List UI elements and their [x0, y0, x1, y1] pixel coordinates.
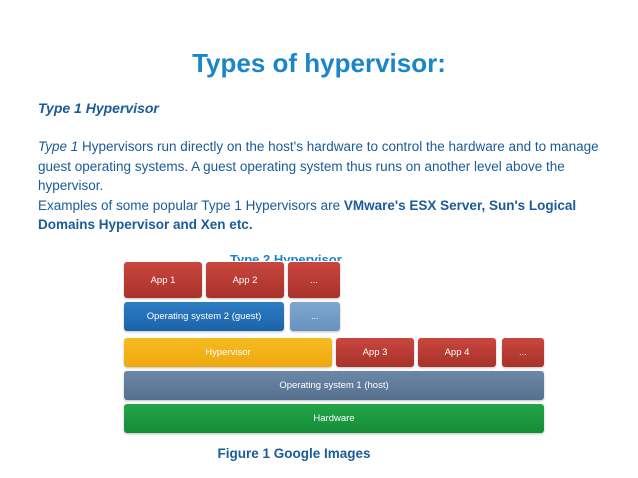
description-paragraph: Type 1 Hypervisors run directly on the h… — [38, 137, 608, 235]
hypervisor-diagram: App 1 App 2 ... Operating system 2 (gues… — [118, 252, 550, 440]
app3-block: App 3 — [336, 338, 414, 367]
app1-block: App 1 — [124, 262, 202, 298]
hypervisor-block: Hypervisor — [124, 338, 332, 367]
figure-caption: Figure 1 Google Images — [0, 446, 638, 461]
type2-caption-clipped: Type 2 Hypervisor — [230, 253, 342, 261]
app4-block: App 4 — [418, 338, 496, 367]
hardware-block: Hardware — [124, 404, 544, 433]
guest-os-more-block: ... — [290, 302, 340, 331]
type1-lead: Type 1 — [38, 139, 79, 154]
app-right-more-block: ... — [502, 338, 544, 367]
examples-prefix: Examples of some popular Type 1 Hypervis… — [38, 197, 344, 213]
examples-list: VMware's ESX Server, Sun's Logical Domai… — [38, 197, 577, 233]
section-subtitle: Type 1 Hypervisor — [38, 100, 159, 116]
app-more-block: ... — [288, 262, 340, 298]
description-text: Hypervisors run directly on the host's h… — [38, 139, 599, 193]
figure-caption-text: Figure 1 Google Images — [217, 446, 371, 461]
app2-block: App 2 — [206, 262, 284, 298]
host-os-block: Operating system 1 (host) — [124, 371, 544, 400]
guest-os-block: Operating system 2 (guest) — [124, 302, 284, 331]
page-title: Types of hypervisor: — [192, 48, 446, 78]
